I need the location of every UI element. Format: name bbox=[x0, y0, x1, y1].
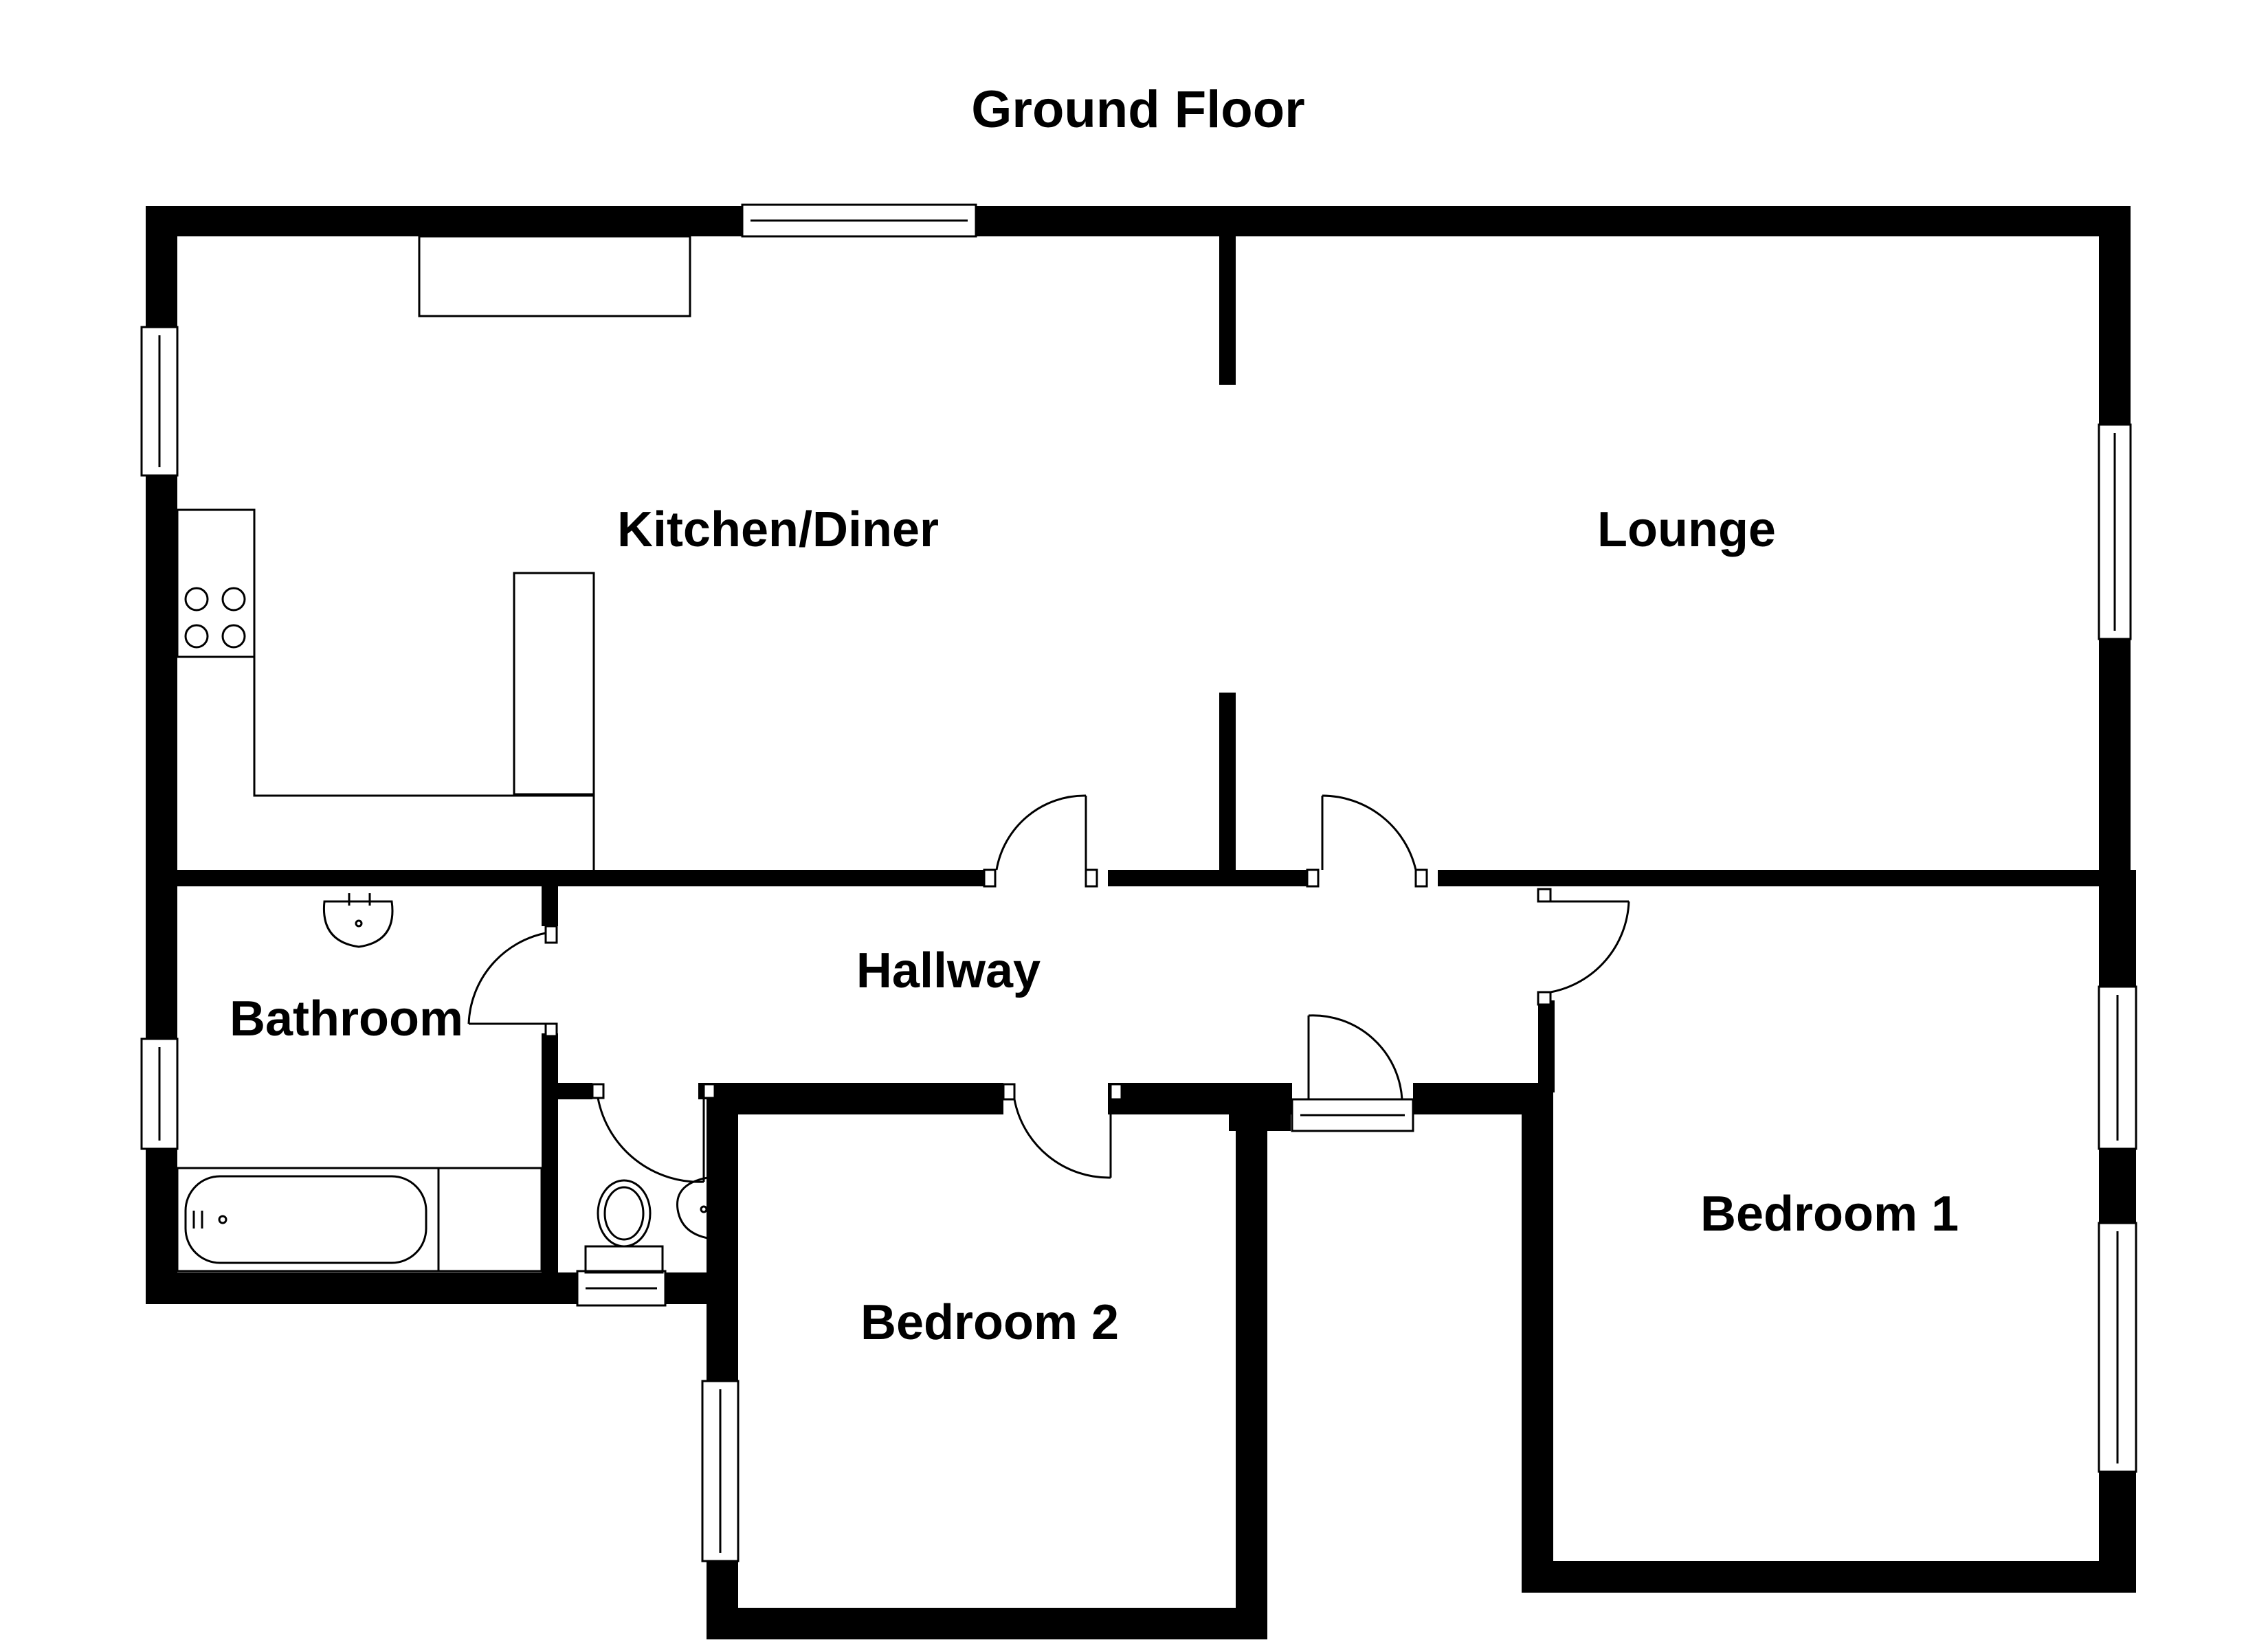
room-label-lounge: Lounge bbox=[1597, 502, 1776, 557]
room-label-bedroom-2: Bedroom 2 bbox=[860, 1295, 1119, 1350]
hob-icon bbox=[184, 587, 246, 649]
floor-title: Ground Floor bbox=[971, 80, 1304, 139]
windows bbox=[140, 203, 2137, 1562]
room-label-hallway: Hallway bbox=[856, 943, 1041, 998]
walls bbox=[146, 206, 2136, 1639]
bathroom-fixtures bbox=[176, 893, 719, 1274]
room-label-bathroom: Bathroom bbox=[230, 991, 463, 1046]
kitchen-fixtures bbox=[176, 235, 691, 870]
doors bbox=[467, 794, 1630, 1183]
room-label-bedroom-1: Bedroom 1 bbox=[1700, 1187, 1959, 1242]
room-label-kitchen-diner: Kitchen/Diner bbox=[617, 502, 939, 557]
